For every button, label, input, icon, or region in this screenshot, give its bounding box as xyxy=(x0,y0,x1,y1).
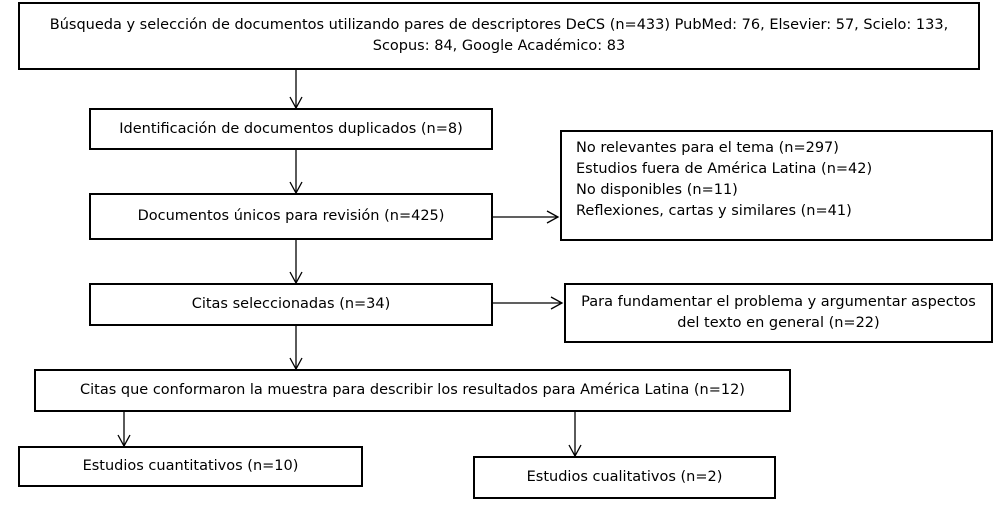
excluded-box: No relevantes para el tema (n=297) Estud… xyxy=(560,130,993,241)
background-box: Para fundamentar el problema y argumenta… xyxy=(564,283,993,343)
unique-box: Documentos únicos para revisión (n=425) xyxy=(89,193,493,240)
search-box: Búsqueda y selección de documentos utili… xyxy=(18,2,980,70)
duplicates-label: Identificación de documentos duplicados … xyxy=(119,120,463,137)
excluded-item-4: Reflexiones, cartas y similares (n=41) xyxy=(576,203,852,219)
unique-label: Documentos únicos para revisión (n=425) xyxy=(137,208,445,224)
excluded-item-1: No relevantes para el tema (n=297) xyxy=(576,140,839,156)
quantitative-box: Estudios cuantitativos (n=10) xyxy=(18,446,363,487)
search-line-1: Búsqueda y selección de documentos utili… xyxy=(49,17,949,33)
qualitative-box: Estudios cualitativos (n=2) xyxy=(473,456,776,499)
sample-label: Citas que conformaron la muestra para de… xyxy=(80,382,745,398)
excluded-item-3: No disponibles (n=11) xyxy=(576,182,738,198)
background-line-2: del texto en general (n=22) xyxy=(677,315,880,331)
duplicates-box: Identificación de documentos duplicados … xyxy=(89,108,493,150)
excluded-item-2: Estudios fuera de América Latina (n=42) xyxy=(576,161,873,177)
selected-label: Citas seleccionadas (n=34) xyxy=(191,296,391,312)
background-line-1: Para fundamentar el problema y argumenta… xyxy=(581,294,976,310)
quantitative-label: Estudios cuantitativos (n=10) xyxy=(82,458,299,474)
sample-box: Citas que conformaron la muestra para de… xyxy=(34,369,791,412)
selected-box: Citas seleccionadas (n=34) xyxy=(89,283,493,326)
search-line-2: Scopus: 84, Google Académico: 83 xyxy=(372,38,626,54)
qualitative-label: Estudios cualitativos (n=2) xyxy=(526,469,723,485)
